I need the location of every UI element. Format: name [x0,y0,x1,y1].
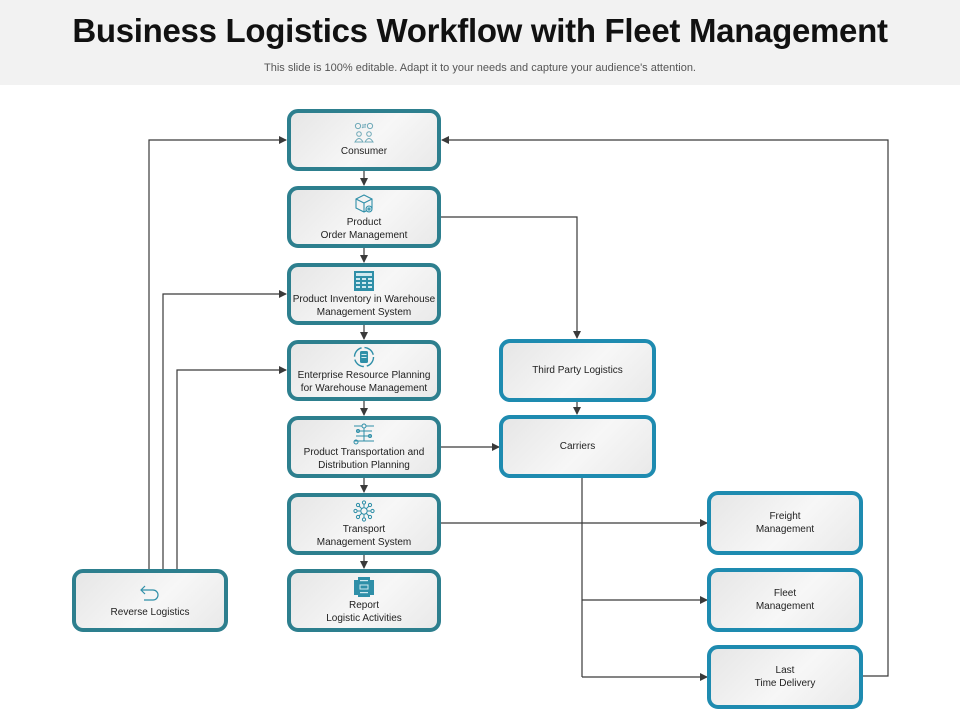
node-label: Report Logistic Activities [326,600,402,624]
network-planning-icon [351,423,377,445]
node-inventory[interactable]: Product Inventory in Warehouse Managemen… [287,263,441,325]
report-document-icon [351,576,377,598]
node-label: Fleet Management [755,588,815,612]
connector-last-delivery-consumer [441,136,889,677]
node-label: Reverse Logistics [110,606,190,618]
consumer-exchange-icon [351,122,377,144]
calculator-grid-icon [351,270,377,292]
page-title: Business Logistics Workflow with Fleet M… [72,12,888,49]
node-label: Third Party Logistics [532,365,623,376]
node-label: Product Inventory in Warehouse Managemen… [292,293,436,318]
node-carriers[interactable]: Carriers [499,415,656,478]
node-label: Product Order Management [320,216,408,241]
node-third-party-logistics[interactable]: Third Party Logistics [499,339,656,402]
return-arrow-icon [137,583,163,605]
node-label: Carriers [559,441,596,452]
connector-reverse-inventory [162,290,287,569]
page-subtitle: This slide is 100% editable. Adapt it to… [264,62,696,74]
node-freight-management[interactable]: Freight Management [707,491,863,555]
header-band: Business Logistics Workflow with Fleet M… [0,0,960,85]
node-erp[interactable]: Enterprise Resource Planning for Warehou… [287,340,441,401]
node-reverse-logistics[interactable]: Reverse Logistics [72,569,228,632]
node-report[interactable]: Report Logistic Activities [287,569,441,632]
node-transportation-planning[interactable]: Product Transportation and Distribution … [287,416,441,478]
connector-reverse-consumer [148,136,287,569]
node-label: Enterprise Resource Planning for Warehou… [297,370,431,394]
node-last-time-delivery[interactable]: Last Time Delivery [707,645,863,709]
node-label: Freight Management [755,511,815,535]
node-label: Last Time Delivery [754,665,816,689]
node-consumer[interactable]: Consumer [287,109,441,171]
node-label: Consumer [340,146,388,157]
node-order-management[interactable]: Product Order Management [287,186,441,248]
network-hub-icon [351,499,377,522]
cycle-document-icon [351,346,377,368]
node-tms[interactable]: Transport Management System [287,493,441,555]
node-label: Product Transportation and Distribution … [303,446,425,471]
product-box-gear-icon [351,193,377,215]
connector-order-third-party [441,216,581,339]
node-label: Transport Management System [316,523,412,548]
node-fleet-management[interactable]: Fleet Management [707,568,863,632]
connector-reverse-erp [176,366,287,569]
